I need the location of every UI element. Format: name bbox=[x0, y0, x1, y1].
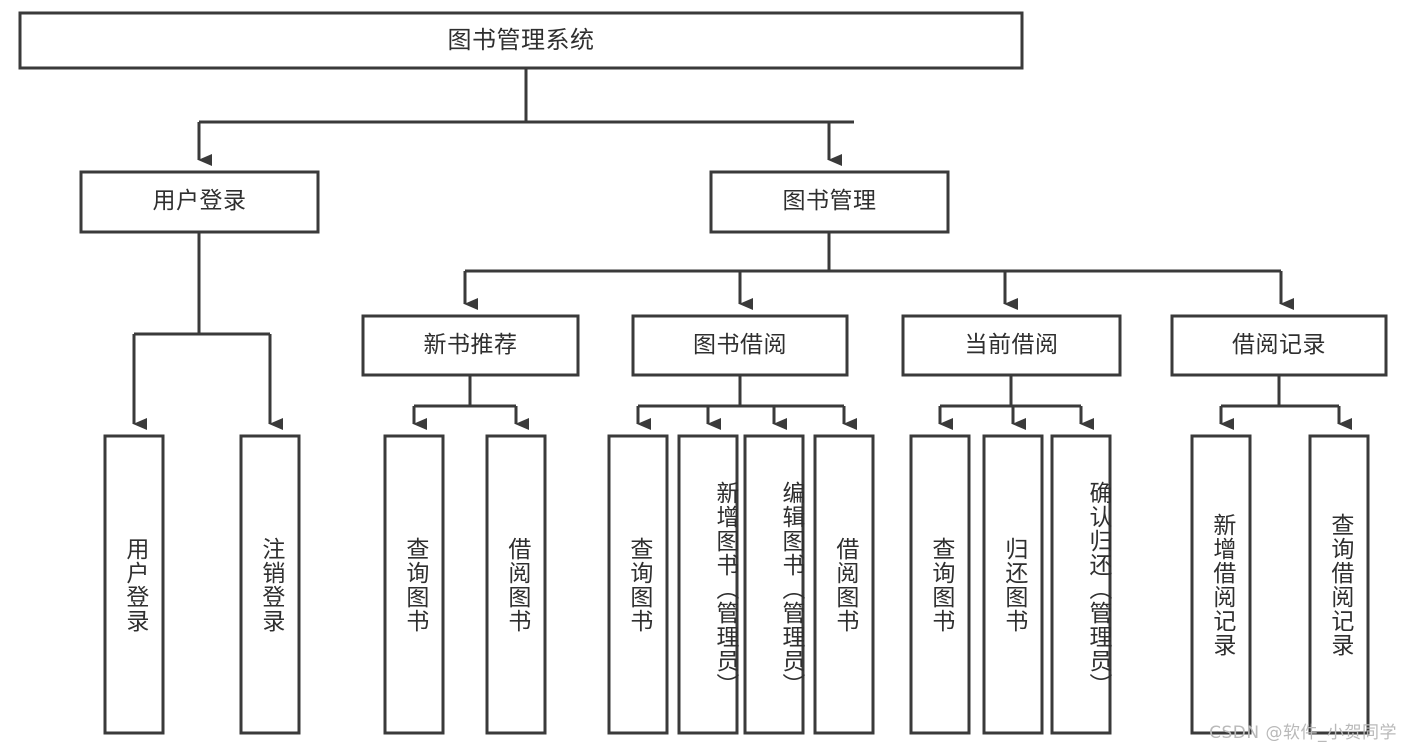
node-box-leaf-borrow-book-1[interactable] bbox=[485, 434, 547, 735]
node-box-leaf-add-book[interactable] bbox=[677, 434, 739, 735]
connector-current-borrow-to-leaves bbox=[938, 375, 1094, 430]
node-box-current-borrow[interactable] bbox=[901, 314, 1122, 377]
node-box-root[interactable] bbox=[18, 11, 1024, 70]
node-box-leaf-query-book-1[interactable] bbox=[383, 434, 445, 735]
node-box-leaf-logout-login[interactable] bbox=[239, 434, 301, 735]
connector-borrow-record-to-leaves bbox=[1219, 375, 1352, 430]
node-box-book-manage[interactable] bbox=[709, 170, 950, 234]
node-box-leaf-add-borrow-record[interactable] bbox=[1190, 434, 1252, 735]
node-box-user-login[interactable] bbox=[79, 170, 320, 234]
node-box-borrow-record[interactable] bbox=[1170, 314, 1388, 377]
node-box-new-book-recommend[interactable] bbox=[361, 314, 580, 377]
node-box-leaf-user-login[interactable] bbox=[103, 434, 165, 735]
connector-root-to-level2 bbox=[197, 68, 854, 166]
connector-new-book-recommend-to-leaves bbox=[412, 375, 529, 430]
node-box-leaf-query-book-2[interactable] bbox=[607, 434, 669, 735]
node-box-leaf-confirm-return[interactable] bbox=[1050, 434, 1112, 735]
node-box-leaf-query-borrow-record[interactable] bbox=[1308, 434, 1370, 735]
node-box-leaf-edit-book[interactable] bbox=[743, 434, 805, 735]
connector-book-manage-to-level3 bbox=[463, 232, 1294, 310]
node-box-book-borrow[interactable] bbox=[631, 314, 849, 377]
node-box-leaf-query-book-3[interactable] bbox=[909, 434, 971, 735]
node-box-leaf-return-book[interactable] bbox=[982, 434, 1044, 735]
connector-book-borrow-to-leaves bbox=[636, 375, 857, 430]
connector-user-login-to-leaves bbox=[132, 232, 283, 430]
node-box-leaf-borrow-book-2[interactable] bbox=[813, 434, 875, 735]
